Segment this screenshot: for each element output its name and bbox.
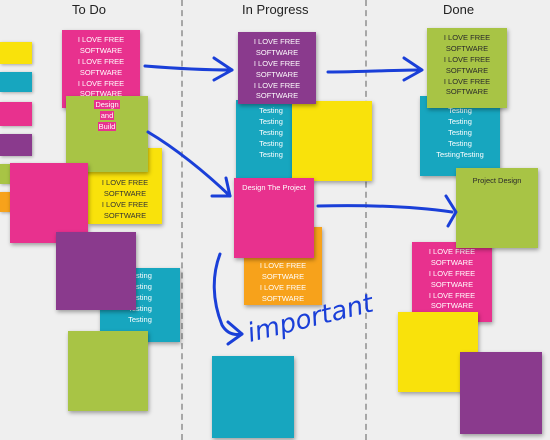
note-text: Testing (259, 127, 283, 137)
sticky-note-done-project[interactable]: Project Design (456, 168, 538, 248)
note-text: Build (97, 121, 117, 131)
ink-arrowhead (210, 176, 232, 198)
note-text: and (99, 110, 115, 120)
note-text: SOFTWARE (79, 67, 123, 77)
note-text: SOFTWARE (103, 188, 147, 198)
note-text: Testing (128, 314, 152, 324)
note-text: I LOVE FREE (77, 56, 125, 66)
note-text: SOFTWARE (255, 47, 299, 57)
note-tab-purple[interactable] (0, 134, 32, 156)
note-text: SOFTWARE (445, 65, 489, 75)
ink-arrowhead (402, 56, 424, 82)
note-text: Testing (259, 138, 283, 148)
note-text: I LOVE FREE (259, 261, 307, 270)
note-text: I LOVE FREE (253, 80, 301, 90)
note-text: I LOVE FREE (443, 33, 491, 42)
sticky-note-todo-pink-blank[interactable] (10, 163, 88, 243)
column-header-todo: To Do (72, 2, 106, 17)
sticky-note-progress-purple[interactable]: I LOVE FREE SOFTWARE I LOVE FREE SOFTWAR… (238, 32, 316, 104)
column-header-done: Done (443, 2, 475, 17)
note-text: Testing (128, 303, 152, 313)
ink-arrowhead (444, 194, 458, 228)
sticky-note-todo-design[interactable]: Design and Build (66, 96, 148, 172)
note-text: SOFTWARE (255, 91, 299, 101)
sticky-note-todo-green-blank[interactable] (68, 331, 148, 411)
ink-arrow-todo-to-progress (143, 64, 234, 72)
note-text: I LOVE FREE (101, 199, 149, 209)
note-text: SOFTWARE (261, 293, 305, 303)
note-text: Testing (448, 116, 472, 126)
note-text: Testing (259, 106, 283, 115)
sticky-note-done-purple[interactable] (460, 352, 542, 434)
sticky-note-done-green[interactable]: I LOVE FREE SOFTWARE I LOVE FREE SOFTWAR… (427, 28, 507, 108)
note-text: SOFTWARE (255, 69, 299, 79)
note-text: I LOVE FREE (428, 290, 476, 300)
note-text: Testing (259, 149, 283, 159)
column-divider-1 (181, 0, 183, 440)
note-text: SOFTWARE (103, 210, 147, 220)
sticky-note-todo-purple[interactable] (56, 232, 136, 310)
sticky-note-done-pink[interactable]: I LOVE FREE SOFTWARE I LOVE FREE SOFTWAR… (412, 242, 492, 322)
note-text: Project Design (472, 176, 522, 185)
note-tab-cyan[interactable] (0, 72, 32, 92)
note-text: SOFTWARE (430, 257, 474, 267)
ink-arrow-project-to-done (316, 204, 454, 214)
note-text: I LOVE FREE (253, 37, 301, 46)
column-header-in-progress: In Progress (242, 2, 309, 17)
sticky-note-done-cyan[interactable]: Testing Testing Testing Testing TestingT… (420, 96, 500, 176)
sticky-note-progress-yellow[interactable] (292, 101, 372, 181)
note-text: SOFTWARE (79, 45, 123, 55)
note-text: I LOVE FREE (428, 268, 476, 278)
note-text: Design (94, 100, 120, 109)
note-text: SOFTWARE (430, 301, 474, 311)
ink-arrowhead (226, 320, 244, 346)
note-text: I LOVE FREE (428, 247, 476, 256)
note-text: TestingTesting (436, 149, 484, 159)
note-text: Testing (448, 127, 472, 137)
sticky-note-progress-design[interactable]: Design The Project (234, 178, 314, 258)
note-text: SOFTWARE (430, 279, 474, 289)
ink-arrowhead (212, 56, 234, 82)
note-text: I LOVE FREE (101, 178, 149, 187)
note-tab-pink[interactable] (0, 102, 32, 126)
note-text: Testing (259, 116, 283, 126)
note-text: I LOVE FREE (259, 282, 307, 292)
note-text: SOFTWARE (445, 87, 489, 97)
note-text: SOFTWARE (445, 43, 489, 53)
note-text: Testing (128, 292, 152, 302)
ink-arrow-progress-to-done (326, 68, 422, 74)
note-text: Testing (448, 106, 472, 115)
note-text: I LOVE FREE (77, 35, 125, 44)
note-text: I LOVE FREE (443, 76, 491, 86)
sticky-note-todo-pink[interactable]: I LOVE FREE SOFTWARE I LOVE FREE SOFTWAR… (62, 30, 140, 108)
note-text: Testing (128, 281, 152, 291)
note-text: Testing (448, 138, 472, 148)
note-text: Design The Project (242, 183, 306, 192)
sticky-note-progress-cyan-blank[interactable] (212, 356, 294, 438)
ink-curve-important (212, 252, 244, 336)
note-tab-yellow[interactable] (0, 42, 32, 64)
note-text: I LOVE FREE (77, 78, 125, 88)
note-text: I LOVE FREE (253, 58, 301, 68)
note-text: Testing (128, 271, 152, 280)
note-text: I LOVE FREE (443, 54, 491, 64)
column-divider-2 (365, 0, 367, 440)
note-text: SOFTWARE (261, 271, 305, 281)
note-text: SOFTWARE (79, 89, 123, 99)
